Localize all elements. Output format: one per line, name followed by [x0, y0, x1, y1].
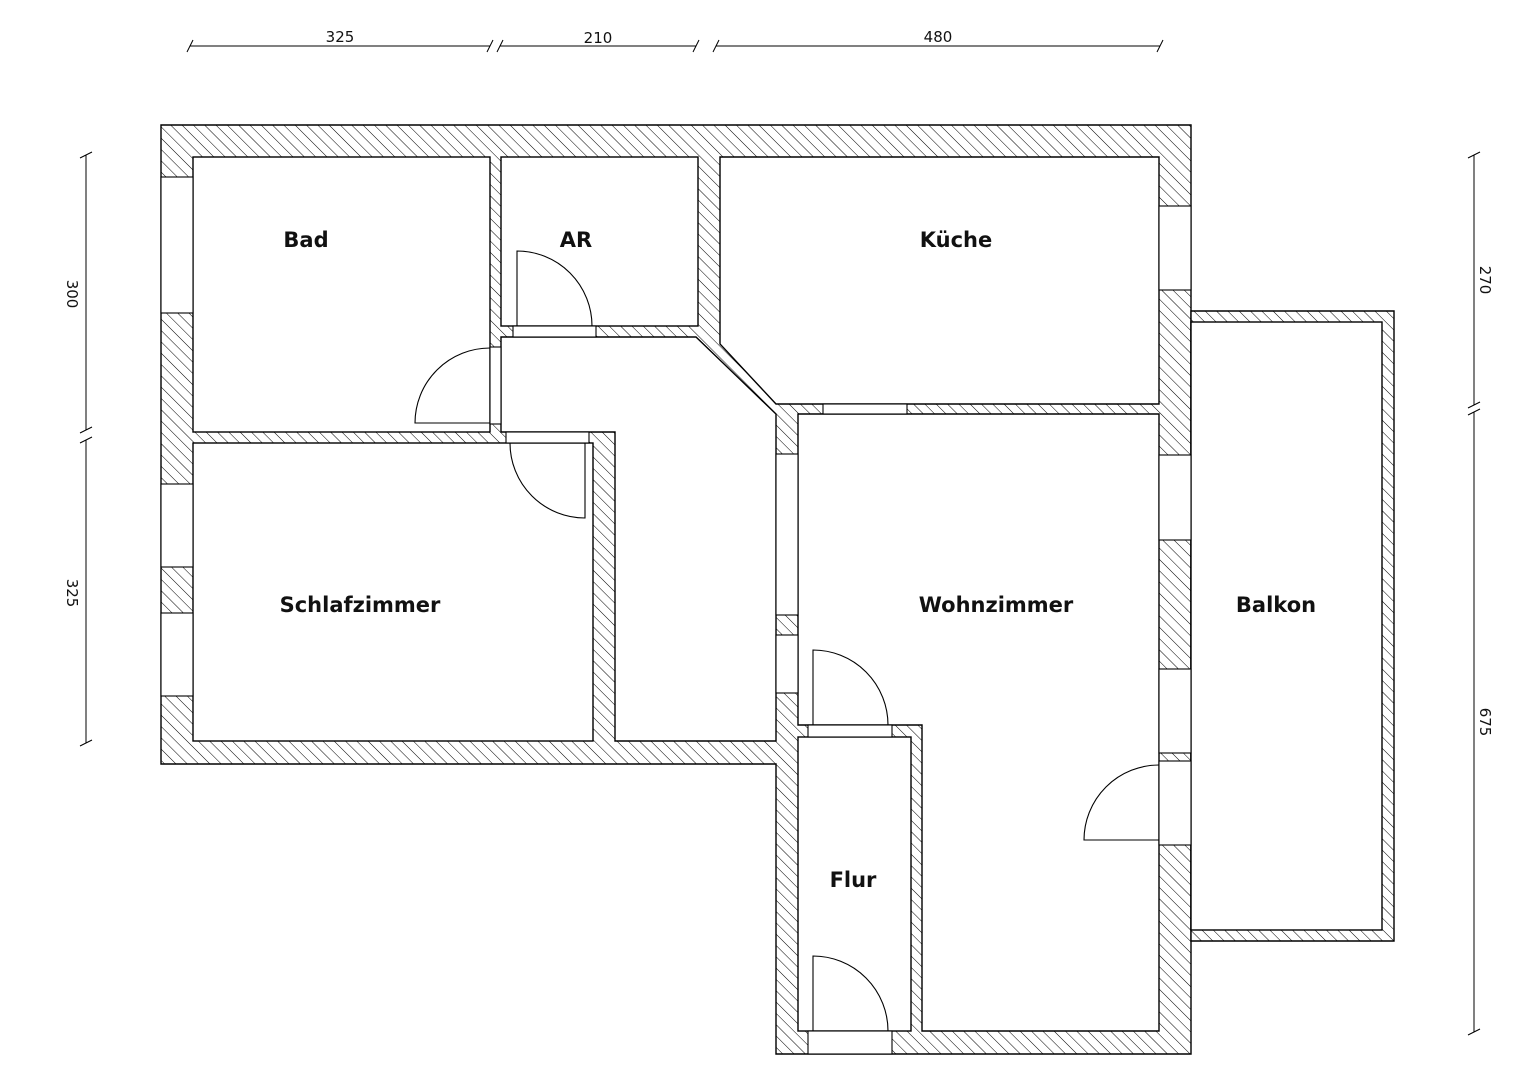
windows	[160, 176, 1192, 1055]
room-label-kueche: Küche	[920, 228, 993, 252]
dim-label-right-2: 675	[1476, 708, 1494, 737]
room-label-schlafzimmer: Schlafzimmer	[280, 593, 441, 617]
door-opening-bad	[489, 346, 502, 425]
window-wohnzimmer-2	[1158, 668, 1192, 754]
door-swing-flur-wohnzimmer	[812, 649, 889, 726]
door-swing-wohnzimmer-balkon	[1083, 764, 1160, 841]
door-swing-bad	[414, 347, 491, 424]
door-opening-flur-wohnzimmer	[807, 724, 893, 738]
dim-label-top-1: 325	[326, 28, 355, 46]
room-label-bad: Bad	[283, 228, 328, 252]
door-opening-entrance	[807, 1030, 893, 1055]
door-swing-schlafzimmer	[509, 442, 586, 519]
dim-label-left-2: 325	[63, 579, 81, 608]
room-labels: Bad AR Küche Schlafzimmer Wohnzimmer Bal…	[280, 228, 1316, 892]
door-opening-schlafzimmer	[505, 431, 590, 444]
room-area-wohnzimmer	[797, 413, 1160, 1032]
room-label-ar: AR	[560, 228, 592, 252]
opening-kueche-wohnzimmer	[822, 403, 908, 415]
room-area-balkon	[1190, 321, 1383, 931]
room-label-wohnzimmer: Wohnzimmer	[919, 593, 1074, 617]
room-label-balkon: Balkon	[1236, 593, 1316, 617]
room-label-flur: Flur	[830, 868, 877, 892]
dim-label-right-1: 270	[1476, 266, 1494, 295]
room-area-schlafzimmer	[192, 442, 594, 742]
room-areas	[192, 156, 1383, 1032]
window-schlafzimmer-2	[160, 612, 194, 697]
dim-label-left-1: 300	[63, 280, 81, 309]
door-opening-ar	[512, 325, 597, 338]
dim-ticks-right	[1467, 151, 1481, 1036]
window-wohnzimmer-1	[1158, 454, 1192, 541]
door-swing-entrance	[812, 955, 889, 1032]
dimension-lines	[79, 39, 1481, 1036]
window-schlafzimmer-1	[160, 483, 194, 568]
dim-ticks-top	[186, 39, 1164, 53]
room-area-bad	[192, 156, 491, 433]
window-kueche	[1158, 205, 1192, 291]
window-bad	[160, 176, 194, 314]
room-area-ar	[500, 156, 699, 327]
window-wohnzimmer-3	[1158, 760, 1192, 846]
dim-label-top-2: 210	[584, 29, 613, 47]
room-area-kueche	[719, 156, 1160, 405]
dim-label-top-3: 480	[924, 28, 953, 46]
opening-corridor-1	[775, 453, 799, 616]
dim-ticks-left	[79, 151, 93, 747]
doors	[414, 250, 1160, 1032]
door-swing-ar	[516, 250, 593, 327]
dimension-labels: 325 210 480 300 325 270 675	[63, 28, 1494, 736]
opening-corridor-2	[775, 634, 799, 694]
